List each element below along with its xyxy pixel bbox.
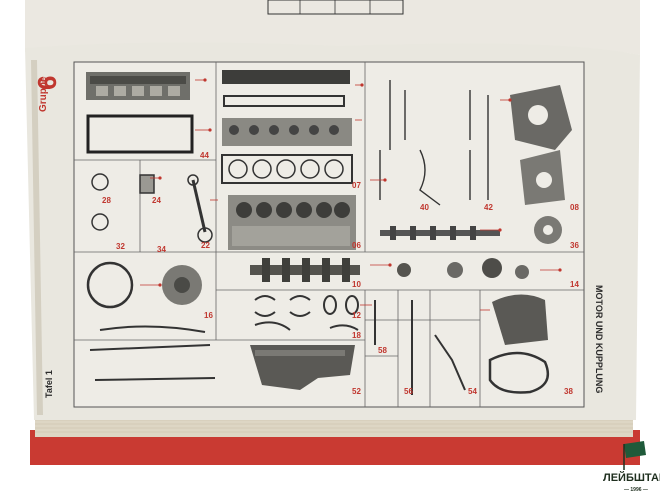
camshaft: [380, 216, 562, 244]
engine-block: [228, 195, 356, 250]
panel-number: 08: [570, 203, 579, 212]
top-page: [25, 0, 640, 55]
panel-number: 56: [404, 387, 413, 396]
timing-cover: [510, 85, 572, 205]
bearing-shells: [254, 295, 359, 331]
panel-number: 36: [570, 241, 579, 250]
side-title: MOTOR UND KUPPLUNG: [594, 285, 604, 393]
panel-number: 16: [204, 311, 213, 320]
panel-number: 14: [570, 280, 579, 289]
plate-label: Tafel 1: [44, 370, 54, 398]
panel-number: 07: [352, 181, 361, 190]
flywheel: [86, 261, 202, 309]
flag-icon: [624, 441, 646, 458]
book-pages-edge: [35, 415, 633, 437]
clutch-housing: [488, 294, 550, 394]
top-table: [267, 0, 404, 15]
brand-text: ЛЕЙБШТАНДАРТ: [603, 471, 660, 484]
gasket-plate: [86, 114, 194, 154]
panel-number: 06: [352, 241, 361, 250]
red-leader-lines: [140, 79, 560, 311]
panel-number: 44: [200, 151, 209, 160]
brand-logo: [623, 441, 646, 470]
oil-pan: [250, 345, 355, 390]
dipstick: [374, 300, 466, 395]
piston-parts: [91, 173, 213, 243]
valve-train: [379, 80, 489, 206]
panel-number: 52: [352, 387, 361, 396]
panel-number: 58: [378, 346, 387, 355]
gear-wheels: [397, 258, 529, 279]
panel-number: 18: [352, 331, 361, 340]
group-label: Gruppe: [38, 76, 49, 112]
panel-number: 34: [157, 245, 166, 254]
panel-number: 10: [352, 280, 361, 289]
brand-since: — 1996 —: [624, 487, 648, 493]
panel-number: 54: [468, 387, 477, 396]
panel-numbers: 44 07 40 42 08 28 24 32 34 22 06 36 16 1…: [102, 151, 579, 396]
red-dots: [158, 78, 562, 287]
crankshaft: [250, 258, 360, 282]
group-number: 6: [32, 76, 62, 90]
panel-number: 24: [152, 196, 161, 205]
cylinder-head-cover: [86, 72, 190, 100]
cylinder-head: [221, 70, 353, 184]
panel-number: 38: [564, 387, 573, 396]
panel-number: 22: [201, 241, 210, 250]
panel-number: 40: [420, 203, 429, 212]
panel-number: 28: [102, 196, 111, 205]
gasket-strips: [89, 325, 216, 381]
panel-number: 42: [484, 203, 493, 212]
panel-number: 32: [116, 242, 125, 251]
panel-number: 12: [352, 311, 361, 320]
